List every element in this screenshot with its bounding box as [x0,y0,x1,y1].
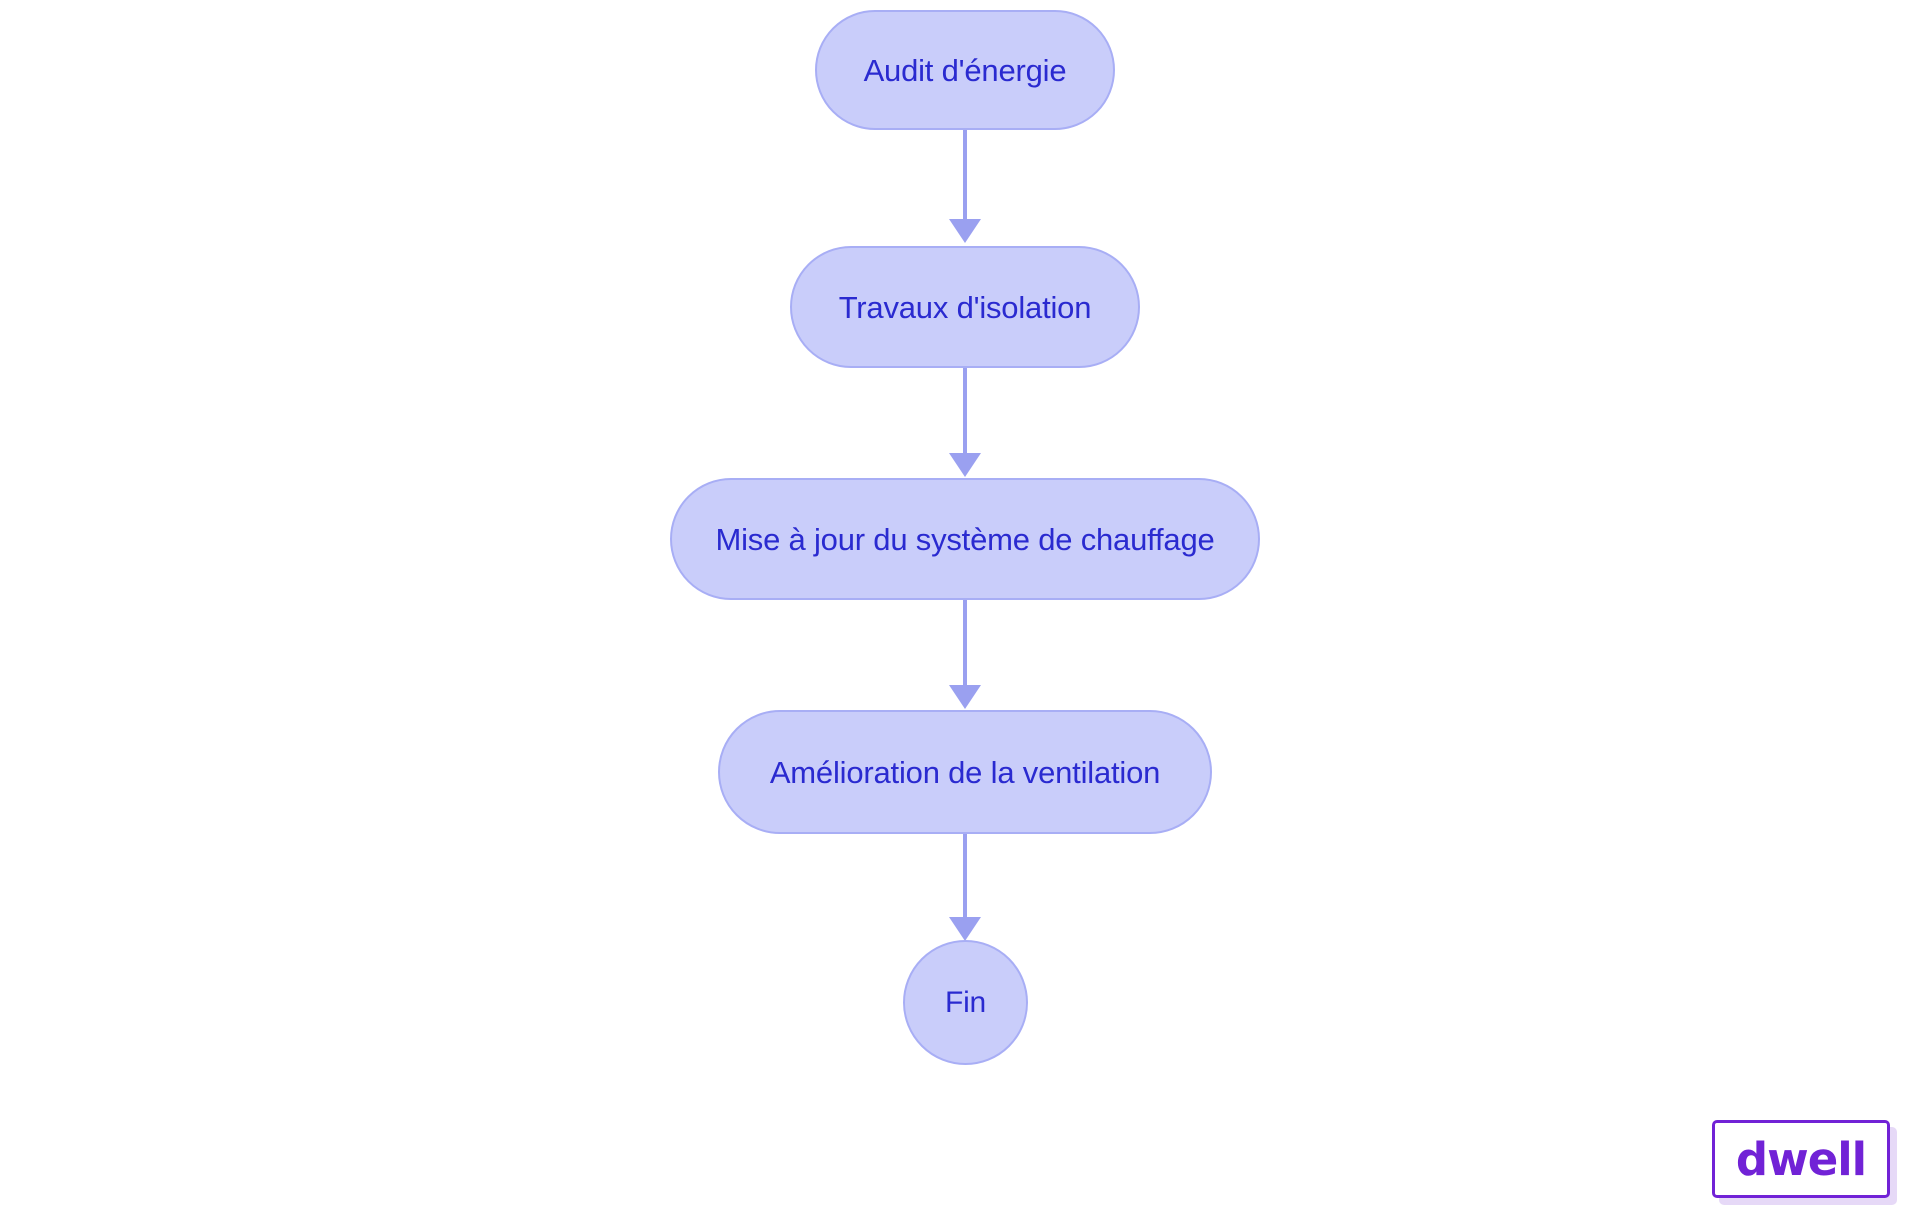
arrow-down-icon [949,685,981,709]
flow-node-travaux-isolation[interactable]: Travaux d'isolation [790,246,1140,368]
flow-node-audit-energie[interactable]: Audit d'énergie [815,10,1115,130]
flow-node-label: Amélioration de la ventilation [769,754,1161,790]
flow-node-label: Fin [944,985,987,1019]
arrow-down-icon [949,453,981,477]
flow-node-fin[interactable]: Fin [903,940,1028,1065]
flow-edge-ventilation-to-fin [963,834,967,928]
dwell-logo-badge: dwell [1712,1120,1890,1198]
flow-node-label: Travaux d'isolation [838,289,1092,325]
flow-edge-isolation-to-chauffage [963,368,967,464]
arrow-down-icon [949,917,981,941]
flow-node-label: Audit d'énergie [863,52,1067,88]
flow-edge-audit-to-isolation [963,130,967,230]
flow-node-label: Mise à jour du système de chauffage [715,521,1215,557]
arrow-down-icon [949,219,981,243]
flow-node-mise-a-jour-chauffage[interactable]: Mise à jour du système de chauffage [670,478,1260,600]
dwell-wordmark: dwell [1735,1132,1867,1186]
flow-node-amelioration-ventilation[interactable]: Amélioration de la ventilation [718,710,1212,834]
flow-edge-chauffage-to-ventilation [963,600,967,696]
